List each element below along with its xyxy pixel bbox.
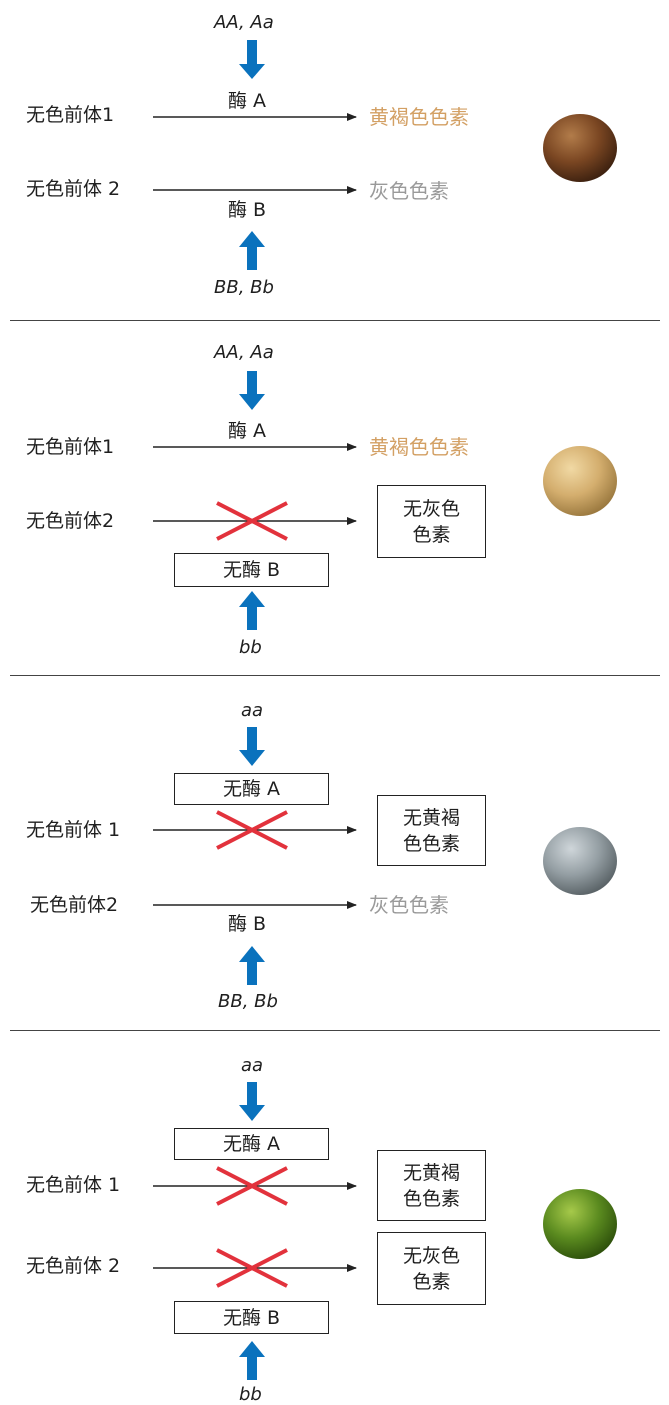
panel-4: aa 无酶 A 无色前体 1 无黄褐 色色素 无色前体 2 无灰色 色素 无酶 … bbox=[0, 1035, 669, 1404]
panel-4-graphics bbox=[153, 1082, 617, 1380]
enzyme-a-label: 酶 A bbox=[228, 90, 267, 112]
panel-divider bbox=[10, 320, 660, 321]
panel-2: AA, Aa 无色前体1 酶 A 黄褐色色素 无色前体2 无灰色 色素 无酶 B… bbox=[0, 330, 669, 670]
blocked-x-icon bbox=[216, 1166, 288, 1206]
grey-pigment-label: 灰色色素 bbox=[369, 893, 449, 917]
no-brown-pigment-text: 无黄褐 色色素 bbox=[402, 806, 460, 855]
panel-divider bbox=[10, 675, 660, 676]
precursor-1-label: 无色前体 1 bbox=[26, 819, 121, 841]
blocked-x-icon bbox=[216, 501, 288, 541]
genotype-bottom-label: BB, Bb bbox=[214, 277, 274, 298]
seed-brown-icon bbox=[543, 114, 617, 182]
genotype-top-label: aa bbox=[241, 1055, 264, 1076]
no-enzyme-a-text: 无酶 A bbox=[222, 778, 281, 800]
no-brown-pigment-text: 无黄褐 色色素 bbox=[402, 1161, 460, 1210]
arrow-down-icon bbox=[239, 727, 265, 766]
panel-1: AA, Aa 无色前体1 酶 A 黄褐色色素 无色前体 2 灰色色素 酶 B B… bbox=[0, 0, 669, 320]
no-brown-pigment-box: 无黄褐 色色素 bbox=[377, 1150, 486, 1221]
no-grey-pigment-text: 无灰色 色素 bbox=[402, 1244, 460, 1293]
genotype-top-label: AA, Aa bbox=[214, 12, 274, 33]
brown-pigment-label: 黄褐色色素 bbox=[369, 105, 469, 129]
genotype-bottom-label: bb bbox=[239, 637, 262, 658]
blocked-x-icon bbox=[216, 810, 288, 850]
enzyme-b-label: 酶 B bbox=[228, 199, 267, 221]
seed-grey-icon bbox=[543, 827, 617, 895]
panel-2-graphics bbox=[153, 371, 617, 630]
panel-3: aa 无酶 A 无色前体 1 无黄褐 色色素 无色前体2 灰色色素 酶 B BB… bbox=[0, 680, 669, 1025]
no-enzyme-b-box: 无酶 B bbox=[174, 553, 329, 587]
grey-pigment-label: 灰色色素 bbox=[369, 179, 449, 203]
arrow-up-icon bbox=[239, 1341, 265, 1380]
genotype-bottom-label: BB, Bb bbox=[218, 991, 278, 1012]
precursor-1-label: 无色前体1 bbox=[26, 436, 115, 458]
enzyme-b-label: 酶 B bbox=[228, 913, 267, 935]
panel-3-graphics bbox=[153, 727, 617, 985]
no-enzyme-b-box: 无酶 B bbox=[174, 1301, 329, 1334]
genotype-bottom-label: bb bbox=[239, 1384, 262, 1405]
arrow-up-icon bbox=[239, 591, 265, 630]
arrow-down-icon bbox=[239, 371, 265, 410]
precursor-2-label: 无色前体 2 bbox=[26, 1255, 121, 1277]
genotype-top-label: AA, Aa bbox=[214, 342, 274, 363]
genotype-top-label: aa bbox=[241, 700, 264, 721]
arrow-up-icon bbox=[239, 231, 265, 270]
panel-1-graphics bbox=[153, 40, 617, 270]
blocked-x-icon bbox=[216, 1248, 288, 1288]
precursor-2-label: 无色前体2 bbox=[26, 510, 115, 532]
no-enzyme-a-text: 无酶 A bbox=[222, 1133, 281, 1155]
no-grey-pigment-box: 无灰色 色素 bbox=[377, 1232, 486, 1305]
precursor-2-label: 无色前体2 bbox=[30, 894, 119, 916]
no-enzyme-b-text: 无酶 B bbox=[222, 1306, 281, 1329]
arrow-up-icon bbox=[239, 946, 265, 985]
seed-tan-icon bbox=[543, 446, 617, 516]
no-enzyme-a-box: 无酶 A bbox=[174, 773, 329, 805]
no-grey-pigment-box: 无灰色 色素 bbox=[377, 485, 486, 558]
no-enzyme-a-box: 无酶 A bbox=[174, 1128, 329, 1160]
precursor-1-label: 无色前体 1 bbox=[26, 1174, 121, 1196]
precursor-2-label: 无色前体 2 bbox=[26, 178, 121, 200]
arrow-down-icon bbox=[239, 40, 265, 79]
panel-divider bbox=[10, 1030, 660, 1031]
enzyme-a-label: 酶 A bbox=[228, 420, 267, 442]
precursor-1-label: 无色前体1 bbox=[26, 104, 115, 126]
no-grey-pigment-text: 无灰色 色素 bbox=[402, 497, 460, 546]
no-enzyme-b-text: 无酶 B bbox=[222, 559, 281, 581]
seed-green-icon bbox=[543, 1189, 617, 1259]
no-brown-pigment-box: 无黄褐 色色素 bbox=[377, 795, 486, 866]
brown-pigment-label: 黄褐色色素 bbox=[369, 435, 469, 459]
arrow-down-icon bbox=[239, 1082, 265, 1121]
